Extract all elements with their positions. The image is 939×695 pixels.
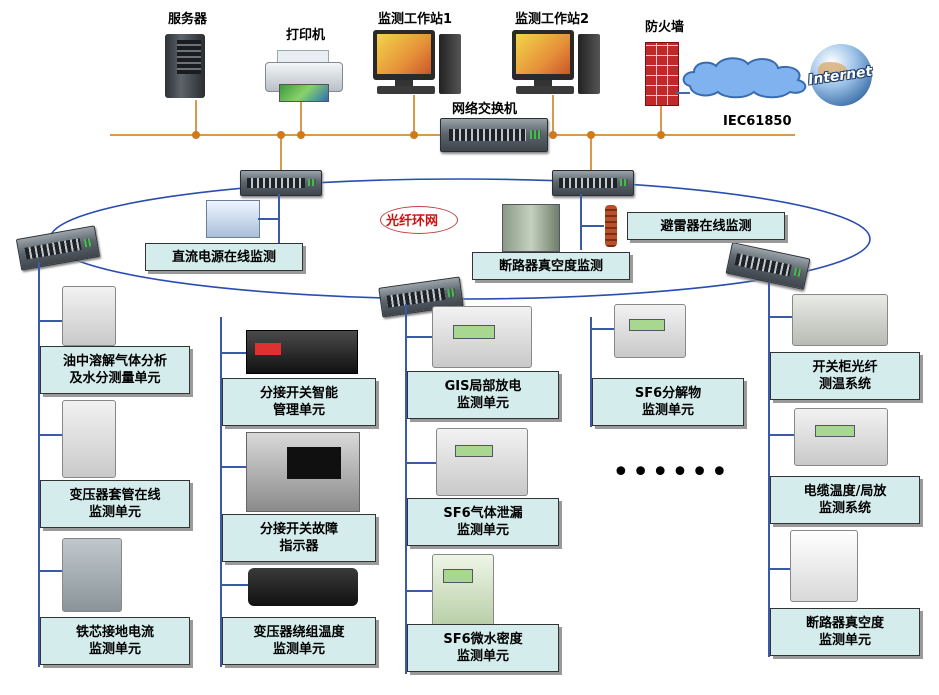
cloud-link-line xyxy=(676,92,690,94)
tap-changer-fault-icon xyxy=(246,432,360,512)
cloud-icon xyxy=(682,57,807,99)
ring-switch-top-right xyxy=(552,170,634,196)
printer-label: 打印机 xyxy=(286,28,326,43)
col5-tap xyxy=(770,316,792,318)
col2-box-1: 分接开关智能管理单元 xyxy=(222,378,376,426)
col5-box-3: 断路器真空度监测单元 xyxy=(770,608,920,656)
bus-drop-switch-down xyxy=(280,135,282,170)
col3-tap xyxy=(407,336,432,338)
bus-drop-printer xyxy=(300,100,302,135)
feeder-line-3 xyxy=(405,304,407,674)
feeder-line-5 xyxy=(768,282,770,657)
ring-label: 光纤环网 xyxy=(386,214,439,229)
bus-node xyxy=(277,131,285,139)
col4-box-1: SF6分解物监测单元 xyxy=(592,378,744,426)
protocol-label: IEC61850 xyxy=(723,114,792,129)
printer-icon xyxy=(265,50,343,102)
core-ground-device-icon xyxy=(62,538,122,612)
bus-drop-ws1 xyxy=(413,95,415,135)
network-switch-label: 网络交换机 xyxy=(452,102,518,117)
bus-node xyxy=(297,131,305,139)
breaker-device-icon xyxy=(502,204,560,252)
gis-pd-device-icon xyxy=(432,306,532,368)
col2-box-2: 分接开关故障指示器 xyxy=(222,514,376,562)
feeder-line-4 xyxy=(590,317,592,427)
ring-label-oval xyxy=(380,206,458,234)
col1-tap xyxy=(40,320,62,322)
server-label: 服务器 xyxy=(168,12,208,27)
workstation2-icon xyxy=(512,30,602,98)
feeder-line-1 xyxy=(38,262,40,667)
workstation1-icon xyxy=(373,30,463,98)
col2-box-3: 变压器绕组温度监测单元 xyxy=(222,617,376,665)
bus-node xyxy=(549,131,557,139)
dc-power-connector-h xyxy=(258,218,280,220)
bus-drop-firewall xyxy=(660,105,662,135)
breaker-vacuum-device-icon xyxy=(790,530,858,602)
network-switch-icon xyxy=(440,118,548,152)
col2-tap xyxy=(222,352,246,354)
workstation2-label: 监测工作站2 xyxy=(515,12,590,27)
breaker-connector xyxy=(580,194,582,250)
bus-node xyxy=(192,131,200,139)
bus-node xyxy=(657,131,665,139)
firewall-label: 防火墙 xyxy=(645,20,685,35)
col1-tap xyxy=(40,570,62,572)
arrester-connector xyxy=(582,225,604,227)
cable-pd-device-icon xyxy=(794,408,888,466)
col3-box-1: GIS局部放电监测单元 xyxy=(407,371,559,419)
bus-drop-ws2 xyxy=(552,95,554,135)
col1-tap xyxy=(40,434,62,436)
col1-box-2: 变压器套管在线监测单元 xyxy=(40,480,190,528)
workstation1-label: 监测工作站1 xyxy=(378,12,453,27)
internet-globe-icon xyxy=(810,44,872,106)
col3-tap xyxy=(407,590,432,592)
col4-tap xyxy=(592,328,614,330)
firewall-icon xyxy=(645,42,679,106)
server-icon xyxy=(165,34,205,98)
tap-changer-manager-icon xyxy=(246,330,358,374)
dga-device-icon xyxy=(62,286,116,346)
bus-drop-switch-down-2 xyxy=(590,135,592,172)
col5-tap xyxy=(770,434,794,436)
bus-node xyxy=(410,131,418,139)
col1-box-3: 铁芯接地电流监测单元 xyxy=(40,617,190,665)
more-ellipsis: •••••• xyxy=(612,455,731,490)
sf6-leak-device-icon xyxy=(436,428,528,496)
bus-node xyxy=(587,131,595,139)
col3-box-2: SF6气体泄漏监测单元 xyxy=(407,498,559,546)
sf6-moisture-device-icon xyxy=(432,554,494,626)
feeder-line-2 xyxy=(220,317,222,667)
col3-tap xyxy=(407,462,436,464)
col5-box-1: 开关柜光纤测温系统 xyxy=(770,352,920,400)
sf6-decomp-device-icon xyxy=(614,304,686,358)
dc-power-device-icon xyxy=(206,200,260,238)
winding-temp-device-icon xyxy=(248,568,358,606)
arrester-monitor-box: 避雷器在线监测 xyxy=(627,212,785,240)
col5-box-2: 电缆温度/局放监测系统 xyxy=(770,476,920,524)
switchgear-temp-device-icon xyxy=(792,294,888,346)
ring-switch-top-left xyxy=(240,170,322,196)
col2-tap xyxy=(222,466,246,468)
col1-box-1: 油中溶解气体分析及水分测量单元 xyxy=(40,346,190,394)
dc-power-monitor-box: 直流电源在线监测 xyxy=(145,243,303,271)
col5-tap xyxy=(770,568,790,570)
col2-tap xyxy=(222,584,248,586)
breaker-vacuum-ring-box: 断路器真空度监测 xyxy=(472,252,630,280)
bushing-device-icon xyxy=(62,400,116,478)
col3-box-3: SF6微水密度监测单元 xyxy=(407,624,559,672)
bus-drop-server xyxy=(195,100,197,135)
arrester-icon xyxy=(605,205,617,247)
